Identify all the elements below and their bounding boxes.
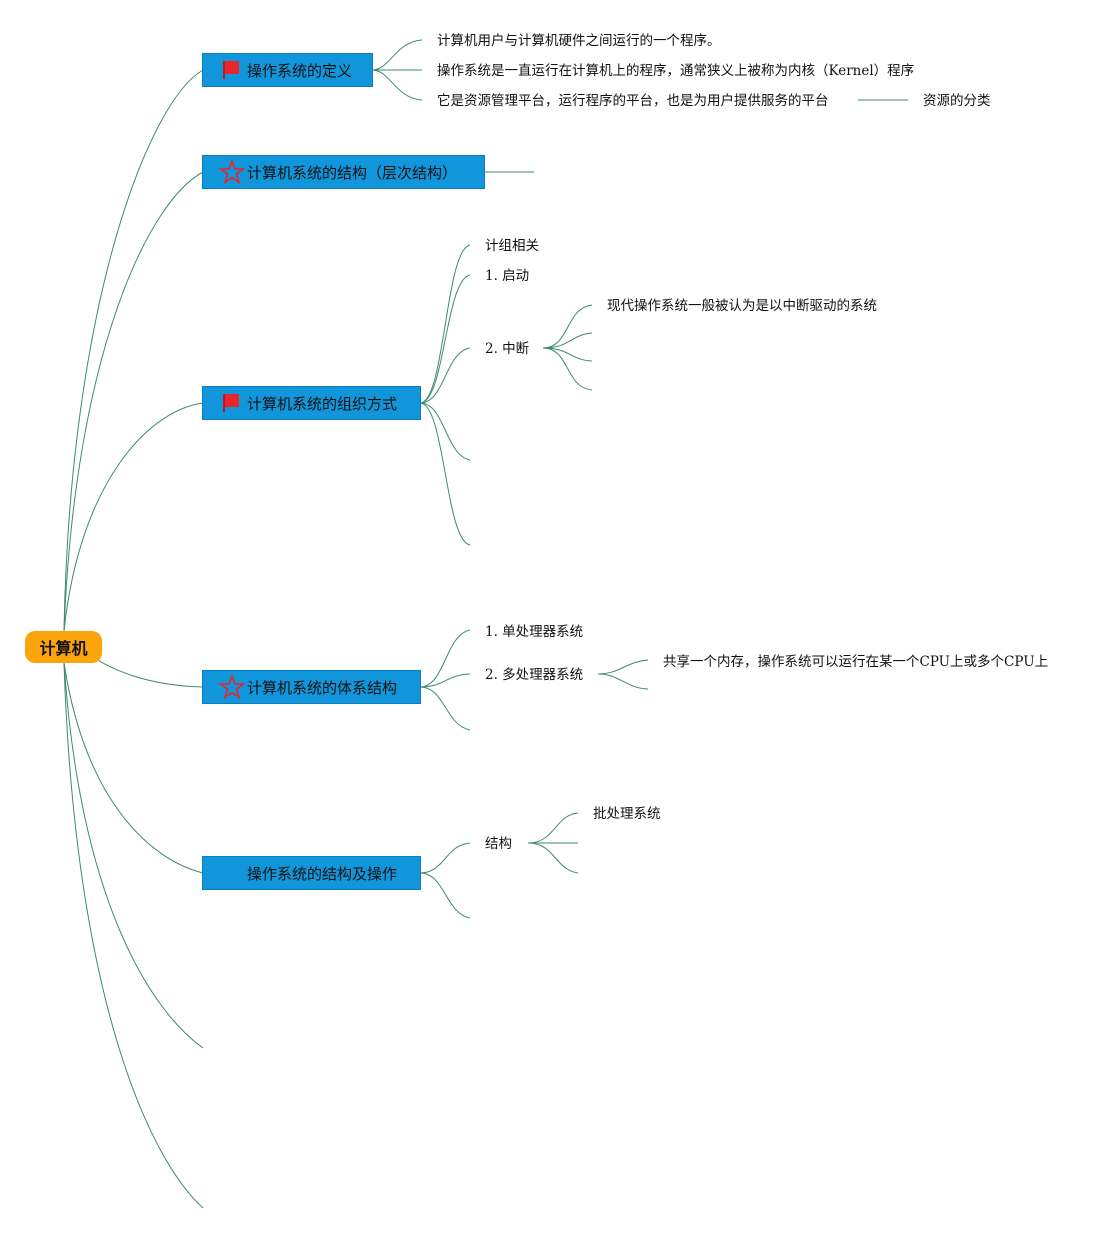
root-label: 计算机 — [39, 639, 88, 658]
red-flag-icon — [223, 61, 239, 79]
topic-label: 计算机系统的体系结构 — [247, 678, 398, 697]
star-outline-icon — [219, 674, 245, 700]
topic-os-definition[interactable]: 操作系统的定义 — [202, 53, 373, 87]
leaf-interrupt-driven[interactable]: 现代操作系统一般被认为是以中断驱动的系统 — [607, 298, 877, 314]
root-node[interactable]: 计算机 — [25, 631, 102, 663]
leaf-boot[interactable]: 1. 启动 — [485, 268, 530, 284]
leaf-structure[interactable]: 结构 — [485, 836, 512, 852]
topic-label: 操作系统的结构及操作 — [247, 864, 398, 883]
leaf-single-processor[interactable]: 1. 单处理器系统 — [485, 624, 584, 640]
topic-label: 计算机系统的结构（层次结构） — [247, 163, 458, 182]
blank-icon — [219, 860, 245, 886]
leaf-os-def-3[interactable]: 它是资源管理平台，运行程序的平台，也是为用户提供服务的平台 — [437, 93, 829, 109]
leaf-batch-system[interactable]: 批处理系统 — [593, 806, 661, 822]
leaf-interrupt[interactable]: 2. 中断 — [485, 341, 530, 357]
topic-label: 操作系统的定义 — [247, 61, 353, 80]
star-outline-icon — [219, 159, 245, 185]
leaf-organization-related[interactable]: 计组相关 — [485, 238, 539, 254]
topic-system-architecture[interactable]: 计算机系统的体系结构 — [202, 670, 421, 704]
topic-label: 计算机系统的组织方式 — [247, 394, 398, 413]
red-flag-icon — [223, 394, 239, 412]
leaf-multi-processor[interactable]: 2. 多处理器系统 — [485, 667, 584, 683]
topic-system-organization[interactable]: 计算机系统的组织方式 — [202, 386, 421, 420]
topic-system-structure[interactable]: 计算机系统的结构（层次结构） — [202, 155, 485, 189]
leaf-os-def-1[interactable]: 计算机用户与计算机硬件之间运行的一个程序。 — [437, 33, 721, 49]
topic-os-structure-operation[interactable]: 操作系统的结构及操作 — [202, 856, 421, 890]
leaf-os-def-2[interactable]: 操作系统是一直运行在计算机上的程序，通常狭义上被称为内核（Kernel）程序 — [437, 63, 915, 79]
leaf-resource-classification[interactable]: 资源的分类 — [923, 93, 991, 109]
leaf-shared-memory[interactable]: 共享一个内存，操作系统可以运行在某一个CPU上或多个CPU上 — [663, 654, 1049, 670]
